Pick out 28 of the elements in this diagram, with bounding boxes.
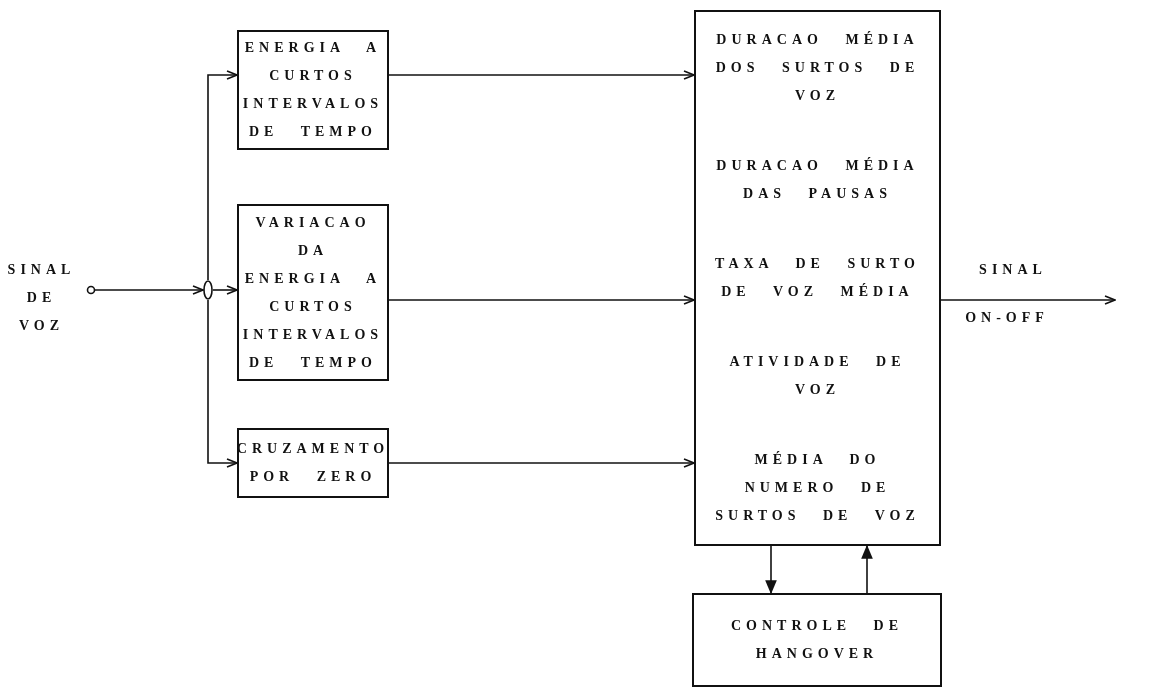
junction-circle <box>203 280 213 300</box>
arrow <box>212 285 238 295</box>
arrow <box>388 458 695 468</box>
box-text: CRUZAMENTO POR ZERO <box>236 440 390 486</box>
box-text: ENERGIA A CURTOS INTERVALOS DE TEMPO <box>241 39 385 141</box>
output-label: SINAL <box>978 261 1048 279</box>
box-text: ATIVIDADE DE VOZ <box>728 353 907 399</box>
process-box <box>237 30 389 150</box>
arrow <box>207 70 238 281</box>
parameter-block <box>694 10 941 546</box>
arrow <box>940 295 1116 305</box>
arrow <box>861 544 873 594</box>
input-terminal-circle <box>86 285 96 295</box>
arrow <box>388 70 695 80</box>
box-text: TAXA DE SURTO DE VOZ MÉDIA <box>714 255 921 301</box>
box-text: MÉDIA DO NUMERO DE SURTOS DE VOZ <box>714 450 921 525</box>
box-text: DURACAO MÉDIA DAS PAUSAS <box>715 156 920 203</box>
arrow <box>388 295 695 305</box>
box-text: VARIACAO DA ENERGIA A CURTOS INTERVALOS DE TEMPO <box>241 213 385 372</box>
process-box <box>692 593 942 687</box>
box-text: DURACAO MÉDIA DOS SURTOS DE VOZ <box>714 30 921 105</box>
arrow <box>94 285 204 295</box>
box-text: CONTROLE DE HANGOVER <box>729 617 905 663</box>
arrow <box>765 545 777 595</box>
arrow <box>207 299 238 468</box>
output-label: ON-OFF <box>964 309 1050 327</box>
input-label: SINAL DE VOZ <box>6 261 77 335</box>
process-box <box>237 428 389 498</box>
